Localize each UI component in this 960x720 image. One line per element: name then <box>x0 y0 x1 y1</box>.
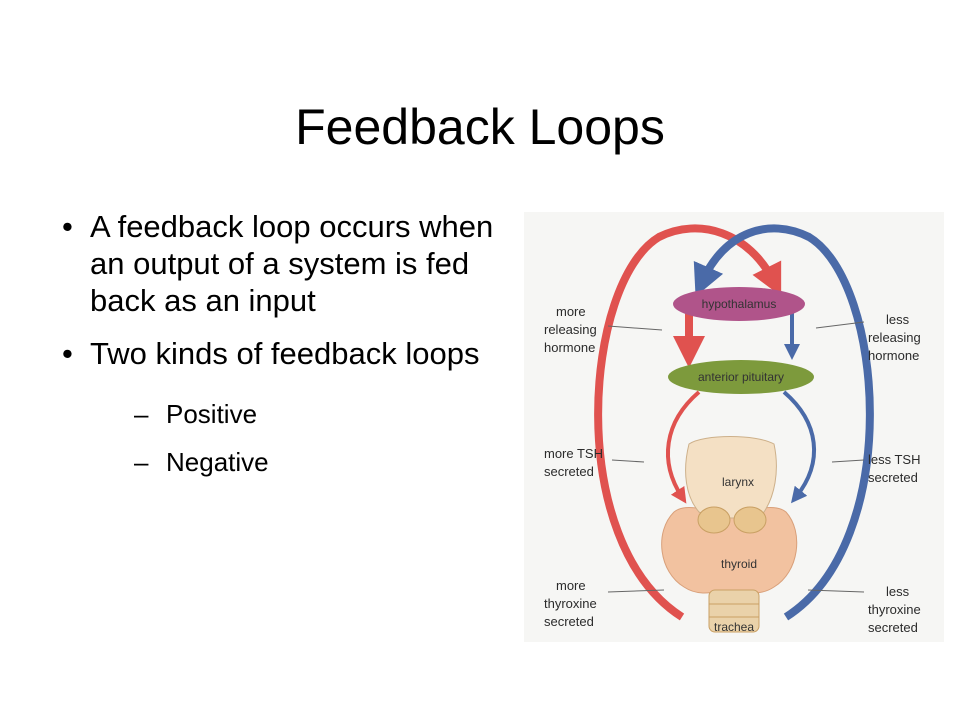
anatomy <box>661 436 798 633</box>
bullet-text: A feedback loop occurs when an output of… <box>90 209 494 318</box>
trachea-label: trachea <box>714 620 754 634</box>
thyroid-feedback-diagram: hypothalamus anterior pituitary larynx t… <box>524 212 944 642</box>
hypothalamus-label: hypothalamus <box>702 297 777 311</box>
label-line: less <box>886 584 910 599</box>
right-label-releasing-hormone: less releasing hormone <box>868 312 924 363</box>
label-line: secreted <box>868 470 918 485</box>
larynx-label: larynx <box>722 475 754 489</box>
left-label-thyroxine: more thyroxine secreted <box>544 578 600 629</box>
left-labels: more releasing hormone more TSH secreted… <box>544 304 665 629</box>
bullet-item: • Two kinds of feedback loops – Positive… <box>62 335 502 486</box>
sub-bullet-text: Positive <box>166 399 258 429</box>
leader-line <box>611 459 645 463</box>
label-line: releasing <box>868 330 921 345</box>
leader-line <box>807 589 865 593</box>
bullet-item: • A feedback loop occurs when an output … <box>62 208 502 319</box>
bullet-list: • A feedback loop occurs when an output … <box>62 208 502 502</box>
cricoid-left <box>697 506 731 534</box>
inhibit-arrow-lower <box>782 390 817 504</box>
anterior-pituitary-label: anterior pituitary <box>698 370 784 384</box>
sub-bullet-dash: – <box>134 447 149 477</box>
left-label-releasing-hormone: more releasing hormone <box>544 304 600 355</box>
right-label-thyroxine: less thyroxine secreted <box>868 584 924 635</box>
label-line: hormone <box>868 348 919 363</box>
thyroid-label: thyroid <box>721 557 757 571</box>
slide-title: Feedback Loops <box>295 99 665 155</box>
left-label-tsh: more TSH secreted <box>544 446 607 479</box>
label-line: secreted <box>544 464 594 479</box>
feedback-arrows <box>594 224 874 621</box>
leader-line <box>607 325 663 331</box>
anterior-pituitary-node <box>668 360 814 394</box>
label-line: more <box>556 578 586 593</box>
sub-bullet-text: Negative <box>166 447 269 477</box>
stimulate-arrow-outer <box>594 224 782 621</box>
label-line: less <box>886 312 910 327</box>
label-line: secreted <box>544 614 594 629</box>
bullet-dot: • <box>62 336 73 371</box>
label-line: less TSH <box>868 452 921 467</box>
label-line: thyroxine <box>544 596 597 611</box>
sub-bullet-item: – Positive <box>90 390 502 438</box>
label-line: secreted <box>868 620 918 635</box>
label-line: more <box>556 304 586 319</box>
stimulate-arrow-lower <box>665 390 701 504</box>
sub-bullet-dash: – <box>134 399 149 429</box>
sub-bullet-item: – Negative <box>90 438 502 486</box>
cricoid-right <box>733 506 767 534</box>
right-label-tsh: less TSH secreted <box>868 452 924 485</box>
leader-line <box>815 321 865 329</box>
inhibit-arrow-outer <box>693 224 874 621</box>
leader-line <box>607 589 665 593</box>
bullet-dot: • <box>62 209 73 244</box>
right-labels: less releasing hormone less TSH secreted… <box>807 312 924 635</box>
label-line: more TSH <box>544 446 603 461</box>
sub-bullet-list: – Positive – Negative <box>90 390 502 486</box>
bullet-text: Two kinds of feedback loops <box>90 336 480 371</box>
label-line: hormone <box>544 340 595 355</box>
hypothalamus-node <box>673 287 805 321</box>
label-line: thyroxine <box>868 602 921 617</box>
larynx-shape <box>685 436 777 519</box>
leader-line <box>831 459 865 463</box>
trachea-shape <box>708 589 760 633</box>
label-line: releasing <box>544 322 597 337</box>
